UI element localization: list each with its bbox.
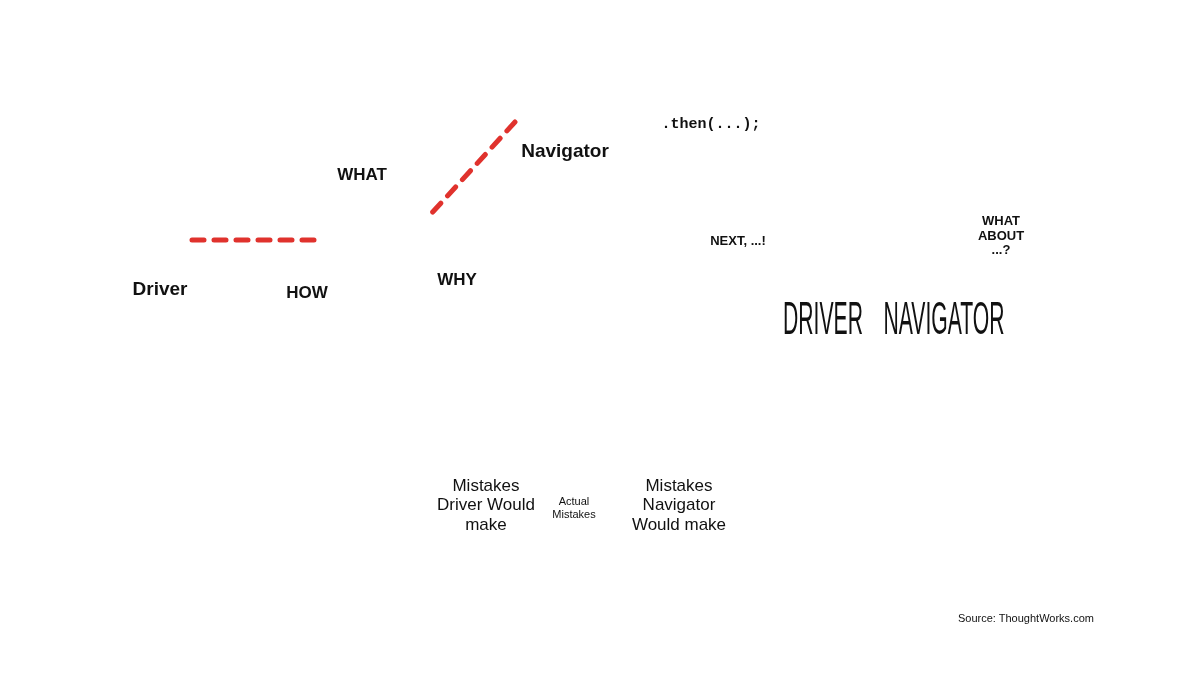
cloud-fill	[640, 90, 783, 160]
node-text: WHAT	[337, 165, 387, 185]
keyboard	[845, 230, 891, 244]
circle-outline	[539, 386, 783, 630]
figure-body	[139, 218, 181, 258]
thought-puffs	[748, 153, 994, 190]
node-text: WHAT ABOUT ...?	[969, 214, 1033, 259]
role-label: Navigator	[521, 140, 609, 164]
figure-head	[151, 206, 171, 226]
role-title: DRIVER	[783, 295, 863, 341]
intersection-lens: Actual Mistakes	[538, 421, 610, 595]
venn-circle: WHY	[355, 190, 519, 354]
role-label: Driver	[133, 278, 188, 302]
node-text: Mistakes Driver Would make	[434, 476, 538, 535]
dashed-connector	[430, 122, 515, 215]
thought-cloud	[982, 78, 1070, 153]
node-text: HOW	[286, 283, 328, 303]
speech-bubble: WHAT ABOUT ...?	[951, 195, 1051, 277]
venn-circle-outline	[355, 190, 519, 354]
figure-body	[534, 78, 576, 118]
node-text: Mistakes Navigator Would make	[627, 476, 731, 535]
node-text: Actual Mistakes	[544, 495, 604, 520]
dashed-connector	[192, 238, 320, 243]
source-note: Source: ThoughtWorks.com	[958, 613, 1094, 624]
node-text: .then(...);	[661, 116, 760, 133]
figure-head	[549, 57, 569, 77]
driver-person	[808, 123, 860, 295]
monitor	[772, 95, 962, 217]
venn-circle: HOW	[238, 203, 408, 373]
role-title: NAVIGATOR	[883, 295, 1004, 341]
node-text: NEXT, ...!	[710, 234, 766, 249]
navigator-person	[886, 140, 941, 295]
monitor-screen	[786, 106, 948, 204]
sticky-notes	[1004, 96, 1051, 133]
driver-figure: Driver	[128, 198, 192, 302]
speech-bubble: NEXT, ...!	[694, 208, 782, 274]
circle-fill	[238, 203, 408, 373]
sketch-frame	[632, 70, 1095, 362]
venn-circle: WHAT	[286, 88, 450, 252]
bubble-outline	[953, 197, 1049, 275]
bubble-outline	[696, 210, 780, 272]
circle-fill	[355, 190, 519, 354]
node-text: WHY	[437, 270, 477, 290]
circle-fill	[286, 88, 450, 252]
navigator-figure: Navigator	[515, 52, 615, 164]
lens-fill	[539, 422, 610, 595]
thought-bubble: .then(...);	[637, 88, 786, 162]
circle-outline	[364, 386, 608, 630]
cloud-rim	[639, 89, 784, 161]
